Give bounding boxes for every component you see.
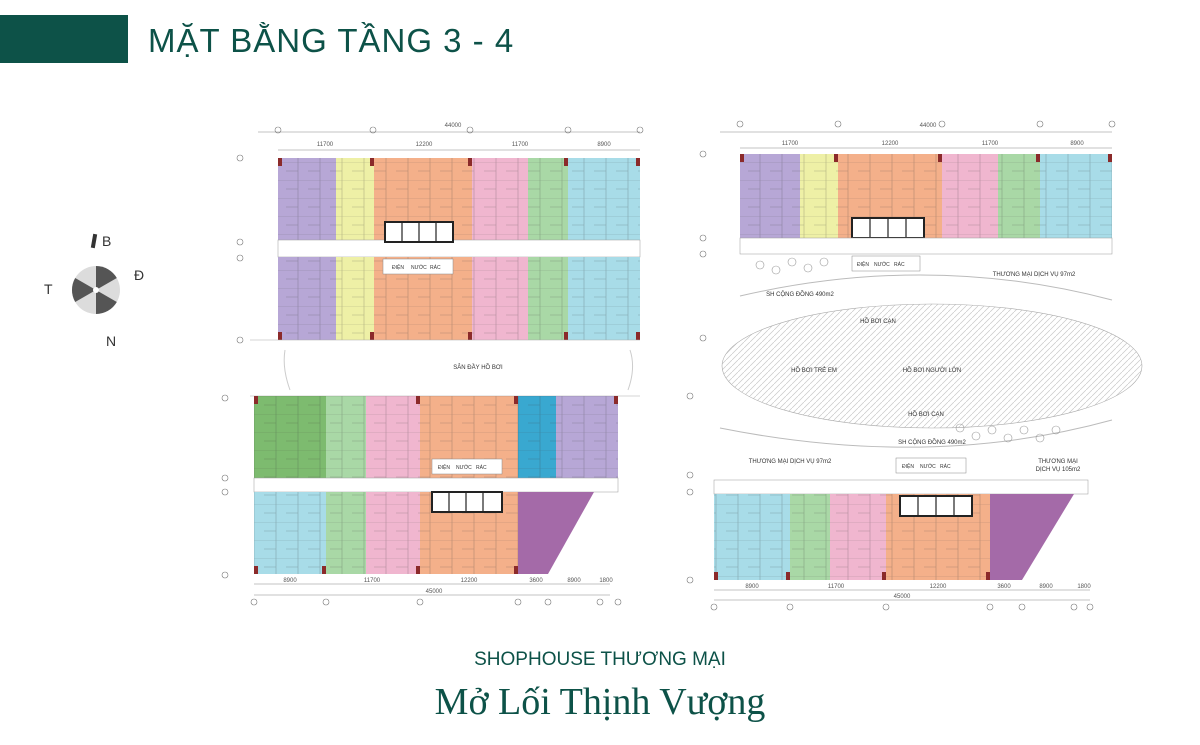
title-accent-bar [0,15,128,63]
svg-text:8900: 8900 [1039,584,1053,590]
svg-text:SH CỘNG ĐỒNG 490m2: SH CỘNG ĐỒNG 490m2 [766,291,834,298]
page-title: MẶT BẰNG TẦNG 3 - 4 [148,22,515,59]
svg-text:THƯƠNG MẠI: THƯƠNG MẠI [1038,459,1078,465]
svg-text:SH CỘNG ĐỒNG 490m2: SH CỘNG ĐỒNG 490m2 [898,439,966,446]
svg-text:ĐIỆN: ĐIỆN [902,462,914,470]
pool-deck: SÂN ĐẦY HỒ BƠI [250,339,640,397]
compass-rose [71,233,120,314]
compass-east: Đ [134,267,144,283]
kids-pool-label: HỒ BƠI TRẺ EM [791,367,837,374]
floor-plans: 44000 11700 12200 11700 8900 ĐIỆN NƯỚC [221,120,1143,611]
svg-text:ĐIỆN: ĐIỆN [438,463,450,471]
pool-deck-label: SÂN ĐẦY HỒ BƠI [453,364,503,371]
footer-subtitle: SHOPHOUSE THƯƠNG MẠI [474,649,726,670]
svg-text:8900: 8900 [597,142,611,148]
svg-text:8900: 8900 [1070,141,1084,147]
svg-text:RÁC: RÁC [476,464,487,471]
svg-text:NƯỚC: NƯỚC [920,463,936,470]
svg-text:11700: 11700 [828,584,845,590]
svg-text:HỒ BƠI CẠN: HỒ BƠI CẠN [908,411,944,418]
svg-text:12200: 12200 [930,584,947,590]
right-top-plan: 44000 11700 12200 11700 8900 ĐIỆN NƯỚC R… [699,120,1116,342]
svg-text:THƯƠNG MẠI DỊCH VỤ 97m2: THƯƠNG MẠI DỊCH VỤ 97m2 [749,459,832,465]
svg-text:12200: 12200 [416,142,433,148]
pool-area: HỒ BƠI CẠN HỒ BƠI TRẺ EM HỒ BƠI NGƯỜI LỚ… [686,257,1143,584]
svg-text:RÁC: RÁC [430,264,441,271]
svg-text:1800: 1800 [599,578,613,584]
adult-pool-label: HỒ BƠI NGƯỜI LỚN [903,367,962,374]
svg-text:45000: 45000 [894,594,911,600]
left-top-plan: 44000 11700 12200 11700 8900 ĐIỆN NƯỚC [236,123,644,344]
svg-text:11700: 11700 [512,142,529,148]
left-bottom-plan: ĐIỆN NƯỚC RÁC 8900 11700 12200 3600 8900… [221,394,622,606]
svg-text:11700: 11700 [982,141,999,147]
svg-text:11700: 11700 [364,578,381,584]
svg-text:ĐIỆN: ĐIỆN [857,260,869,268]
svg-text:NƯỚC: NƯỚC [411,264,427,271]
svg-text:11700: 11700 [782,141,799,147]
right-bottom-plan: ĐIỆN NƯỚC RÁC 8900 11700 12200 3600 8900… [710,457,1094,611]
svg-text:3600: 3600 [529,578,543,584]
svg-text:NƯỚC: NƯỚC [874,261,890,268]
svg-text:RÁC: RÁC [894,261,905,268]
footer-slogan: Mở Lối Thịnh Vượng [434,681,766,723]
compass: B Đ T N [44,233,144,349]
dim-total: 44000 [445,123,462,129]
svg-text:8900: 8900 [567,578,581,584]
compass-south: N [106,333,116,349]
svg-text:RÁC: RÁC [940,463,951,470]
svg-text:DỊCH VỤ 105m2: DỊCH VỤ 105m2 [1036,467,1081,473]
svg-text:12200: 12200 [461,578,478,584]
svg-text:8900: 8900 [283,578,297,584]
svg-text:THƯƠNG MẠI DỊCH VỤ 97m2: THƯƠNG MẠI DỊCH VỤ 97m2 [993,272,1076,278]
svg-text:45000: 45000 [426,589,443,595]
dry-pool-label: HỒ BƠI CẠN [860,318,896,325]
svg-text:NƯỚC: NƯỚC [456,464,472,471]
compass-west: T [44,281,53,297]
svg-text:44000: 44000 [920,123,937,129]
svg-text:11700: 11700 [317,142,334,148]
svg-text:12200: 12200 [882,141,899,147]
svg-text:3600: 3600 [997,584,1011,590]
svg-text:8900: 8900 [745,584,759,590]
compass-north: B [102,233,111,249]
svg-text:ĐIỆN: ĐIỆN [392,263,404,271]
svg-text:1800: 1800 [1077,584,1091,590]
